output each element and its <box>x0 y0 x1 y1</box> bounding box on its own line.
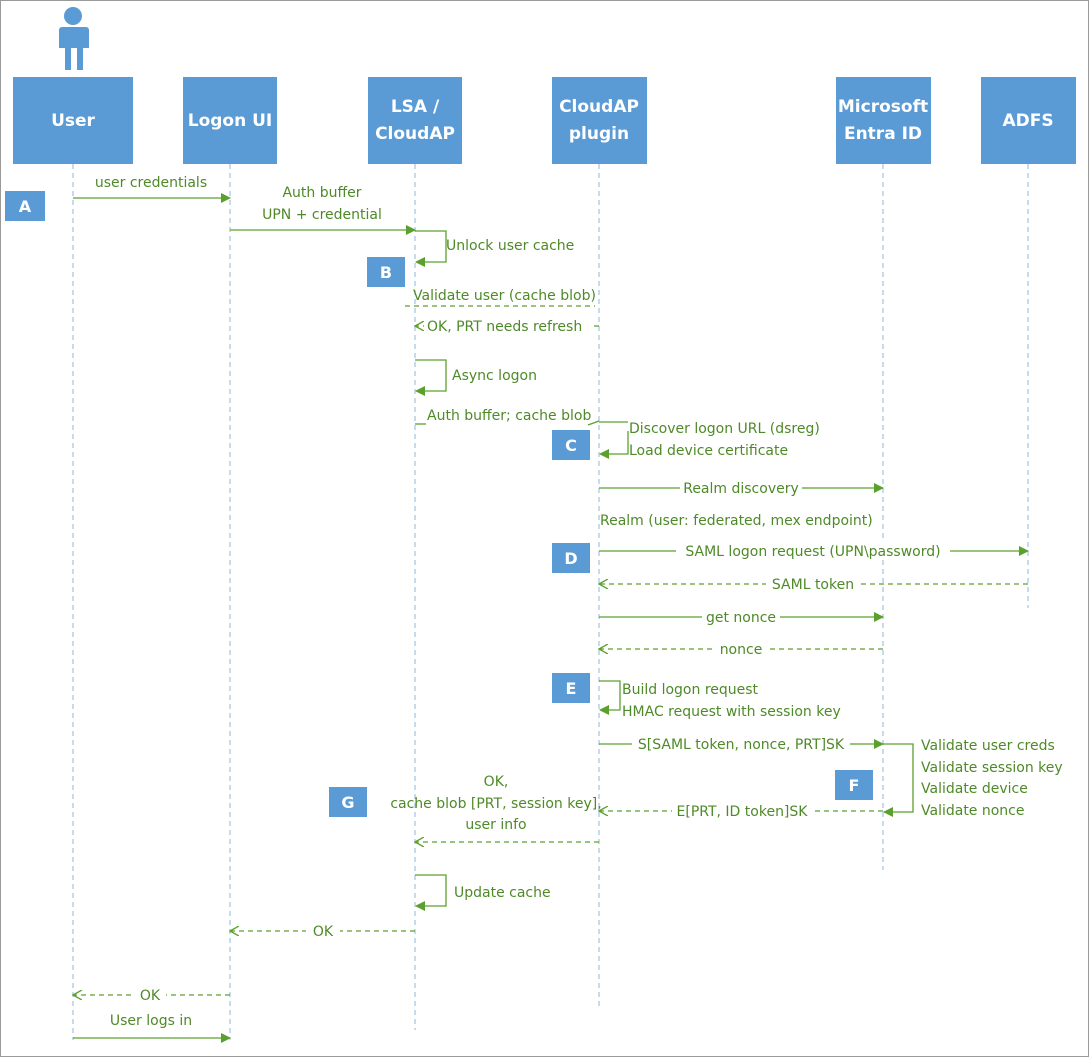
participant-entra: Microsoft Entra ID <box>836 77 931 164</box>
arrow-auth-buffer-cache-blob-tail <box>587 420 600 426</box>
label-ok-user: OK <box>140 988 161 1004</box>
step-badge-c: C <box>552 430 590 460</box>
label-hmac-request: HMAC request with session key <box>622 704 841 720</box>
label-auth-buffer-cache-blob: Auth buffer; cache blob <box>427 408 591 424</box>
step-badge-b: B <box>367 257 405 287</box>
svg-text:F: F <box>849 776 860 795</box>
svg-text:B: B <box>380 263 392 282</box>
participant-lsa-label-1: LSA / <box>391 97 440 117</box>
label-nonce: nonce <box>720 642 763 658</box>
label-validate-nonce: Validate nonce <box>921 803 1025 819</box>
label-update-cache: Update cache <box>454 885 551 901</box>
label-build-logon-request: Build logon request <box>622 682 759 698</box>
label-saml-logon-request: SAML logon request (UPN\password) <box>685 544 940 560</box>
label-ok-logon-ui: OK <box>313 924 334 940</box>
label-unlock-user-cache: Unlock user cache <box>446 238 574 254</box>
label-validate-user-creds: Validate user creds <box>921 738 1055 754</box>
message-labels: user credentials Auth buffer UPN + crede… <box>95 175 1063 1029</box>
svg-text:G: G <box>341 793 354 812</box>
person-icon <box>59 7 89 70</box>
label-encrypted-prt: E[PRT, ID token]SK <box>677 804 809 820</box>
label-ok-prt-refresh: OK, PRT needs refresh <box>427 319 582 335</box>
participant-user: User <box>13 77 133 164</box>
label-validate-device: Validate device <box>921 781 1028 797</box>
participant-logon-ui: Logon UI <box>183 77 277 164</box>
label-saml-token: SAML token <box>772 577 854 593</box>
label-realm-discovery: Realm discovery <box>683 481 799 497</box>
arrow-load-device-certificate <box>599 431 629 459</box>
label-cache-blob-return-1: OK, <box>484 774 509 790</box>
participant-cloudap-plugin-label-2: plugin <box>569 124 629 144</box>
svg-text:D: D <box>564 549 577 568</box>
participant-user-label: User <box>51 111 95 131</box>
arrow-update-cache <box>415 874 447 911</box>
arrow-async-logon <box>415 359 447 396</box>
svg-text:C: C <box>565 436 577 455</box>
label-user-logs-in: User logs in <box>110 1013 192 1029</box>
participant-entra-label-1: Microsoft <box>838 97 928 117</box>
participant-entra-label-2: Entra ID <box>844 124 922 144</box>
participant-logon-ui-label: Logon UI <box>188 111 273 131</box>
participant-cloudap-plugin: CloudAP plugin <box>552 77 647 164</box>
label-validate-user: Validate user (cache blob) <box>413 288 596 304</box>
label-auth-buffer-2: UPN + credential <box>262 207 382 223</box>
participant-adfs: ADFS <box>981 77 1076 164</box>
svg-text:E: E <box>566 679 577 698</box>
arrow-unlock-user-cache <box>415 230 447 267</box>
label-user-credentials: user credentials <box>95 175 207 191</box>
label-cache-blob-return-2: cache blob [PRT, session key], <box>390 796 601 812</box>
label-cache-blob-return-3: user info <box>465 817 526 833</box>
label-auth-buffer-1: Auth buffer <box>282 185 361 201</box>
label-realm-response: Realm (user: federated, mex endpoint) <box>600 513 873 529</box>
participant-adfs-label: ADFS <box>1002 111 1053 131</box>
label-signed-request: S[SAML token, nonce, PRT]SK <box>638 737 845 753</box>
label-validate-session-key: Validate session key <box>921 760 1063 776</box>
label-load-device-certificate: Load device certificate <box>629 443 788 459</box>
step-badge-g: G <box>329 787 367 817</box>
svg-text:A: A <box>19 197 32 216</box>
step-badge-a: A <box>5 191 45 221</box>
label-discover-logon-url: Discover logon URL (dsreg) <box>629 421 820 437</box>
participant-cloudap-plugin-label-1: CloudAP <box>559 97 639 117</box>
step-badge-d: D <box>552 543 590 573</box>
arrow-build-logon-request <box>599 680 621 715</box>
arrow-validate-entra <box>883 743 914 817</box>
label-get-nonce: get nonce <box>706 610 776 626</box>
participant-lsa-label-2: CloudAP <box>375 124 455 144</box>
step-badge-e: E <box>552 673 590 703</box>
label-async-logon: Async logon <box>452 368 537 384</box>
participant-lsa: LSA / CloudAP <box>368 77 462 164</box>
step-badge-f: F <box>835 770 873 800</box>
